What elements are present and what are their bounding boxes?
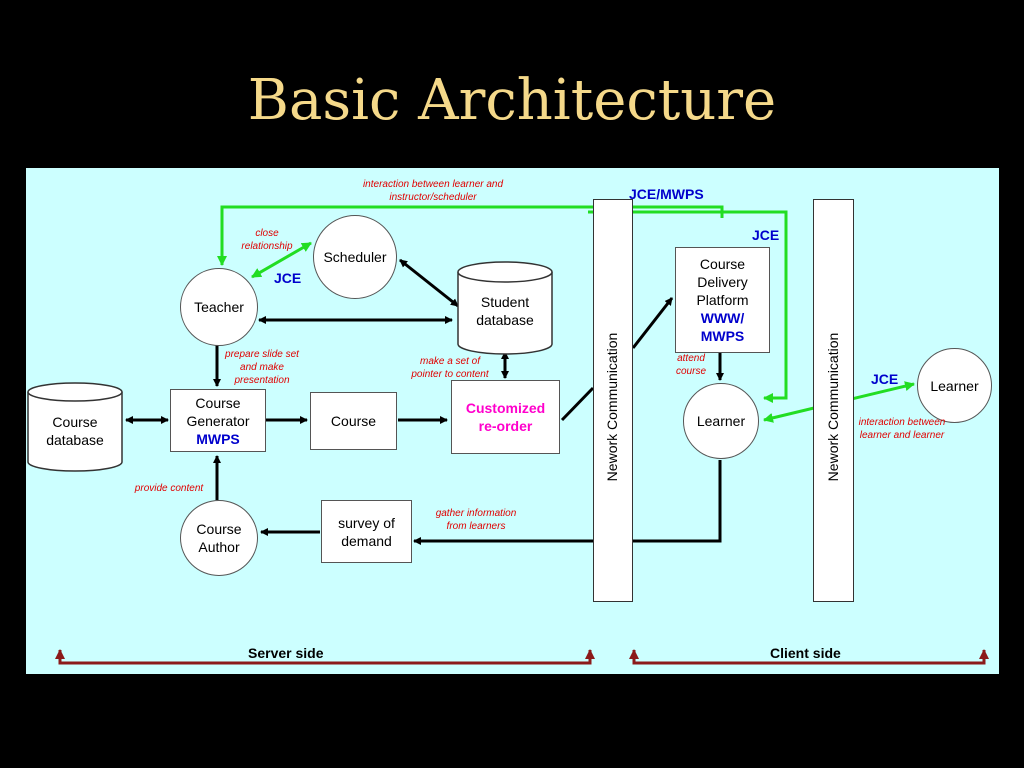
green-link-scheduler [251, 241, 312, 279]
jce-scheduler-label: JCE [274, 270, 302, 286]
course-box: Course [310, 392, 397, 450]
client-side-label: Client side [770, 645, 841, 661]
customized-reorder-box: Customized re-order [451, 380, 560, 454]
teacher-node: Teacher [180, 268, 258, 346]
annotation-provide-content: provide content [134, 483, 204, 494]
jce-learner-label: JCE [871, 371, 899, 387]
scheduler-node: Scheduler [313, 215, 397, 299]
learner-client-node: Learner [683, 383, 759, 459]
network-communication-bar-2 [813, 199, 854, 602]
survey-of-demand-box: survey of demand [321, 500, 412, 563]
course-generator-box: Course Generator MWPS [170, 389, 266, 452]
server-side-bracket [58, 652, 592, 665]
course-delivery-platform-box: Course Delivery Platform WWW/ MWPS [675, 247, 770, 353]
network-communication-label-2: Nework Communication [825, 332, 841, 482]
student-database-cylinder [457, 261, 553, 355]
network-communication-label-1: Nework Communication [604, 332, 620, 482]
jce-mwps-label: JCE/MWPS [629, 186, 704, 202]
jce-top-label: JCE [752, 227, 780, 243]
server-side-label: Server side [248, 645, 324, 661]
network-communication-bar-1 [593, 199, 633, 602]
course-database-cylinder [27, 382, 123, 472]
slide-title: Basic Architecture [247, 68, 777, 133]
learner-external-node: Learner [917, 348, 992, 423]
